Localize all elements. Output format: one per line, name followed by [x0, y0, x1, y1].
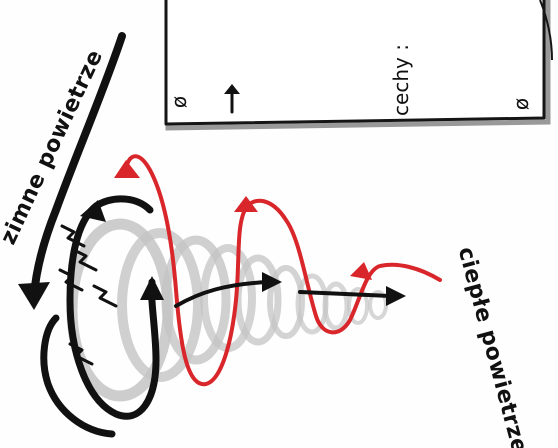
funnel-coils [72, 224, 386, 396]
warm-arrowhead-3 [350, 262, 372, 280]
outflow-arrowhead-2 [386, 286, 406, 306]
frame-left-mark: ø [167, 96, 191, 108]
features-label: cechy : [389, 44, 413, 116]
warm-air-label: ciepłe powietrze [453, 244, 532, 448]
features-frame: ø cechy : ø [166, 0, 552, 128]
frame-border [166, 0, 544, 124]
frame-right-mark: ø [509, 98, 533, 110]
warm-arrowhead-2 [234, 196, 258, 212]
warm-arrowhead-1 [114, 160, 140, 178]
